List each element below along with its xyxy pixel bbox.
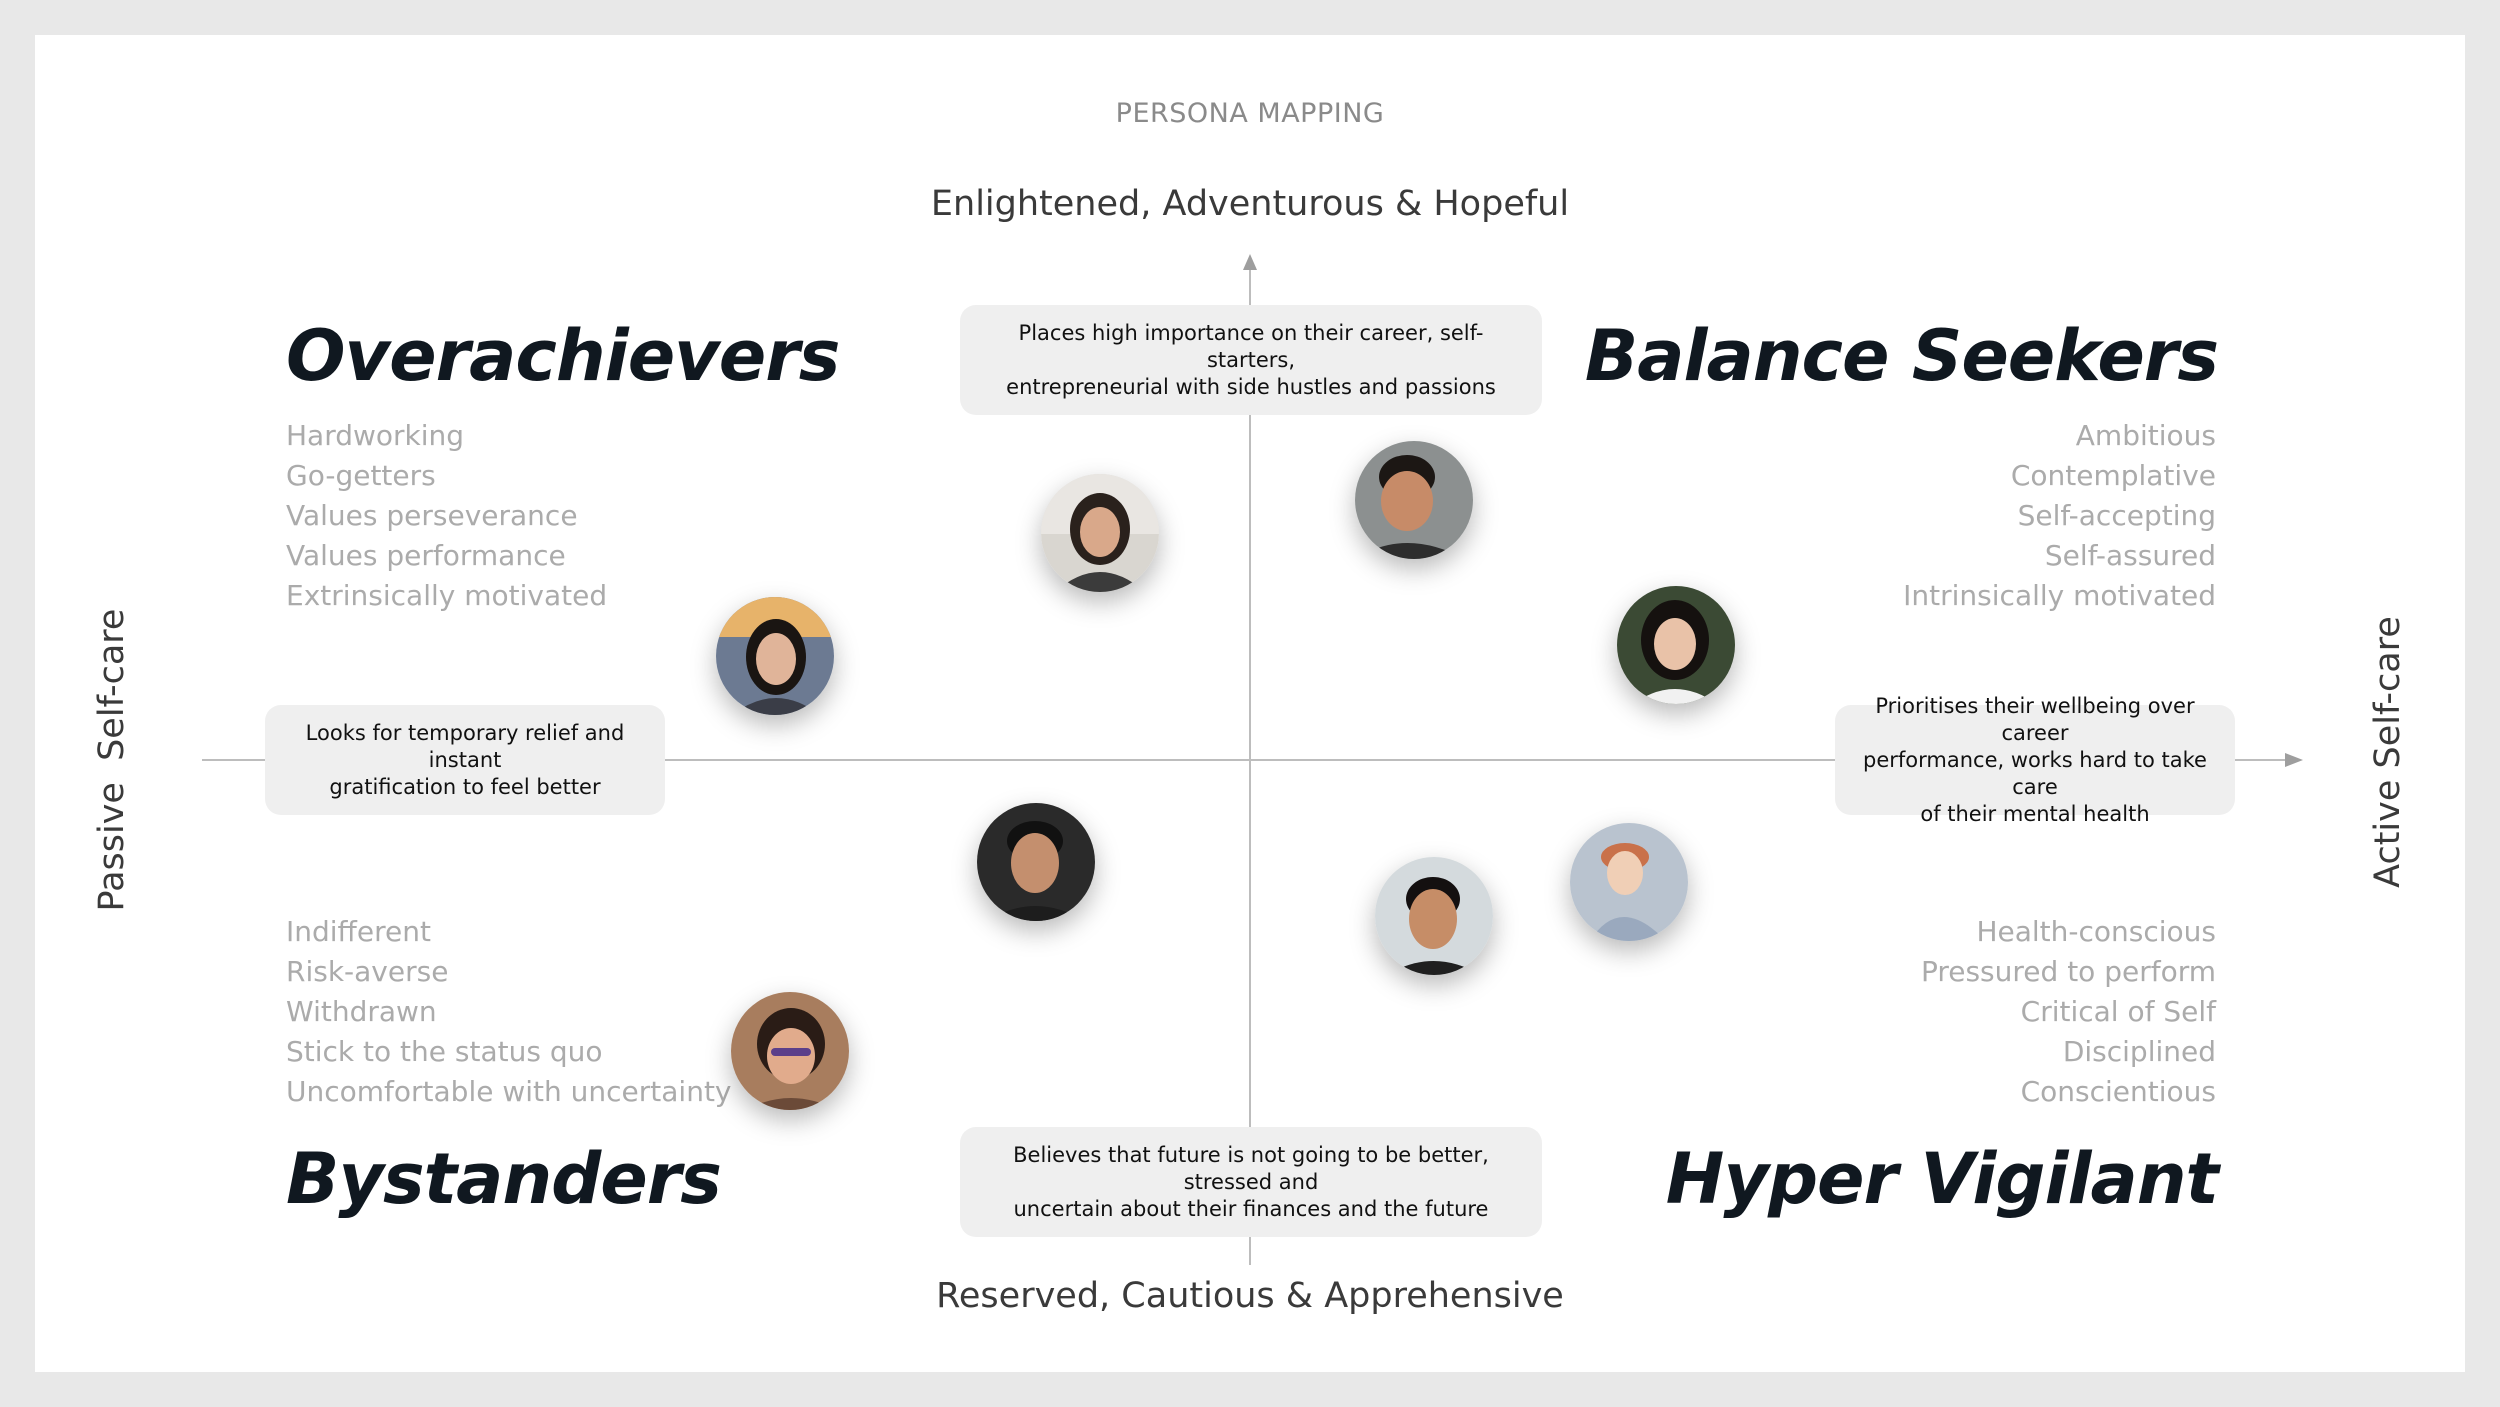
trait-item: Values performance <box>286 539 566 572</box>
person-avatar-icon <box>1375 857 1493 975</box>
trait-item: Pressured to perform <box>1920 955 2216 988</box>
description-line: of their mental health <box>1920 801 2150 826</box>
persona-photo-8 <box>731 992 849 1110</box>
description-top: Places high importance on their career, … <box>960 305 1542 415</box>
description-line: uncertain about their finances and the f… <box>1013 1196 1489 1221</box>
trait-item: Critical of Self <box>2020 995 2216 1028</box>
persona-photo-2 <box>1355 441 1473 559</box>
trait-item: Ambitious <box>2075 419 2216 452</box>
trait-item: Risk-averse <box>286 955 449 988</box>
description-right: Prioritises their wellbeing over career … <box>1835 694 2235 826</box>
trait-item: Indifferent <box>286 915 431 948</box>
arrow-up-icon <box>1243 254 1257 270</box>
trait-item: Hardworking <box>286 419 465 452</box>
trait-item: Contemplative <box>2010 459 2216 492</box>
axis-label-left: Passive Self-care <box>92 608 132 912</box>
arrow-right-icon <box>2285 753 2303 767</box>
axis-label-top: Enlightened, Adventurous & Hopeful <box>930 184 1570 224</box>
description-line: Looks for temporary relief and instant <box>305 720 625 772</box>
trait-item: Extrinsically motivated <box>286 579 608 612</box>
person-avatar-icon <box>1570 823 1688 941</box>
trait-item: Intrinsically motivated <box>1903 579 2216 612</box>
trait-item: Self-accepting <box>2017 499 2216 532</box>
vertical-axis-line <box>1249 262 1251 1265</box>
persona-photo-1 <box>1041 474 1159 592</box>
trait-item: Stick to the status quo <box>286 1035 603 1068</box>
trait-item: Values perseverance <box>286 499 578 532</box>
description-line: Prioritises their wellbeing over career <box>1875 693 2195 745</box>
trait-item: Uncomfortable with uncertainty <box>286 1075 732 1108</box>
traits-hyper-vigilant: Health-conscious Pressured to perform Cr… <box>1921 912 2216 1112</box>
traits-overachievers: Hardworking Go-getters Values perseveran… <box>286 416 607 616</box>
trait-item: Self-assured <box>2044 539 2216 572</box>
quadrant-title-balance-seekers: Balance Seekers <box>1584 315 2219 397</box>
description-line: Places high importance on their career, … <box>1018 320 1484 372</box>
traits-balance-seekers: Ambitious Contemplative Self-accepting S… <box>1903 416 2216 616</box>
persona-photo-5 <box>977 803 1095 921</box>
persona-photo-7 <box>1375 857 1493 975</box>
quadrant-title-bystanders: Bystanders <box>286 1138 722 1220</box>
person-avatar-icon <box>977 803 1095 921</box>
persona-photo-3 <box>716 597 834 715</box>
description-line: performance, works hard to take care <box>1863 747 2207 799</box>
trait-item: Withdrawn <box>286 995 437 1028</box>
person-avatar-icon <box>1355 441 1473 559</box>
quadrant-title-hyper-vigilant: Hyper Vigilant <box>1665 1138 2219 1220</box>
description-line: gratification to feel better <box>329 774 601 799</box>
person-avatar-icon <box>1617 586 1735 704</box>
persona-photo-4 <box>1617 586 1735 704</box>
axis-label-bottom: Reserved, Cautious & Apprehensive <box>936 1276 1564 1316</box>
person-avatar-icon <box>731 992 849 1110</box>
description-bottom: Believes that future is not going to be … <box>960 1127 1542 1237</box>
description-line: entrepreneurial with side hustles and pa… <box>1006 374 1496 399</box>
trait-item: Health-conscious <box>1976 915 2216 948</box>
description-left: Looks for temporary relief and instant g… <box>265 705 665 815</box>
horizontal-axis-line <box>202 759 2295 761</box>
description-line: Believes that future is not going to be … <box>1013 1142 1489 1194</box>
persona-photo-6 <box>1570 823 1688 941</box>
page-title: PERSONA MAPPING <box>1115 98 1385 129</box>
traits-bystanders: Indifferent Risk-averse Withdrawn Stick … <box>286 912 732 1112</box>
quadrant-title-overachievers: Overachievers <box>286 315 840 397</box>
trait-item: Go-getters <box>286 459 436 492</box>
person-avatar-icon <box>716 597 834 715</box>
person-avatar-icon <box>1041 474 1159 592</box>
trait-item: Disciplined <box>2062 1035 2216 1068</box>
axis-label-right: Active Self-care <box>2368 616 2408 888</box>
trait-item: Conscientious <box>2020 1075 2216 1108</box>
